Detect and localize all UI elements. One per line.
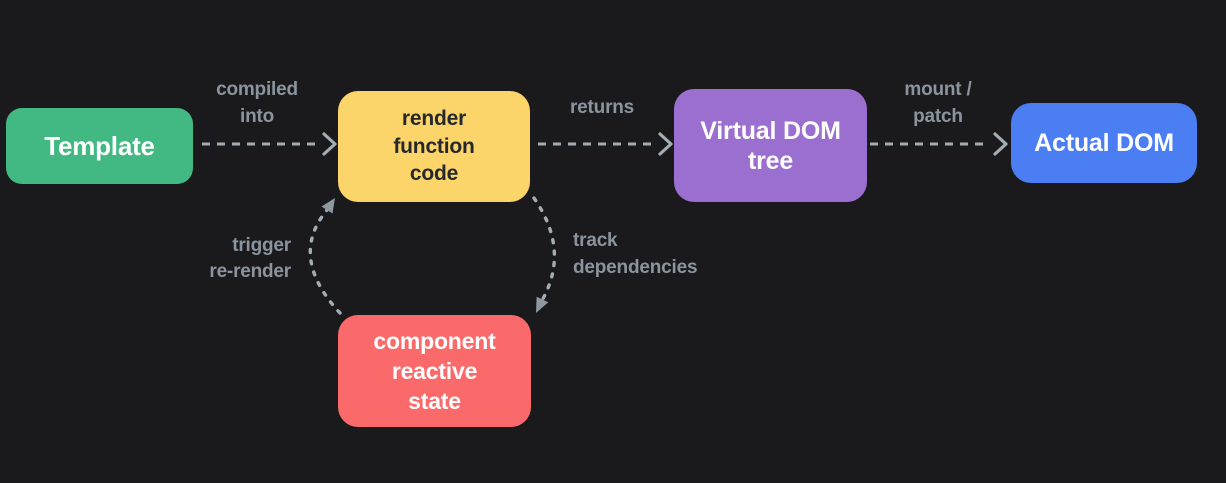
- node-actual-dom: Actual DOM: [1011, 103, 1197, 183]
- arrowhead-triangle-up: [321, 198, 335, 214]
- node-virtual-label-line: Virtual DOM: [700, 116, 841, 145]
- arrowhead-chevron-3: [993, 132, 1008, 156]
- arc-render-to-state: [532, 196, 557, 302]
- node-render-label-line: code: [409, 162, 459, 186]
- node-render-label-line: function: [393, 134, 475, 158]
- node-template: Template: [6, 108, 193, 184]
- edge-label-returns: returns: [569, 97, 635, 118]
- node-virtual-dom-tree: Virtual DOM tree: [674, 89, 867, 202]
- node-render-function-code: render function code: [338, 91, 530, 202]
- arrowhead-triangle-down: [536, 296, 549, 313]
- node-render-label-line: render: [401, 107, 467, 131]
- arc-state-to-render: [308, 208, 342, 315]
- node-state-label-line: component: [373, 328, 496, 354]
- edge-label-compiled-into: compiled into: [216, 79, 298, 127]
- edge-label-mount-patch: mount / patch: [904, 79, 972, 127]
- node-virtual-label-line: tree: [747, 146, 794, 175]
- node-actual-label: Actual DOM: [1034, 128, 1174, 157]
- node-template-label: Template: [44, 130, 155, 161]
- arrowhead-chevron-1: [322, 132, 337, 156]
- edge-label-track-dependencies: track dependencies: [573, 230, 698, 278]
- edge-label-trigger-re-render: trigger re-render: [209, 235, 291, 282]
- node-state-label-line: state: [408, 388, 461, 414]
- node-state-label-line: reactive: [391, 358, 478, 384]
- arrowhead-chevron-2: [658, 132, 673, 156]
- node-component-reactive-state: component reactive state: [338, 315, 531, 427]
